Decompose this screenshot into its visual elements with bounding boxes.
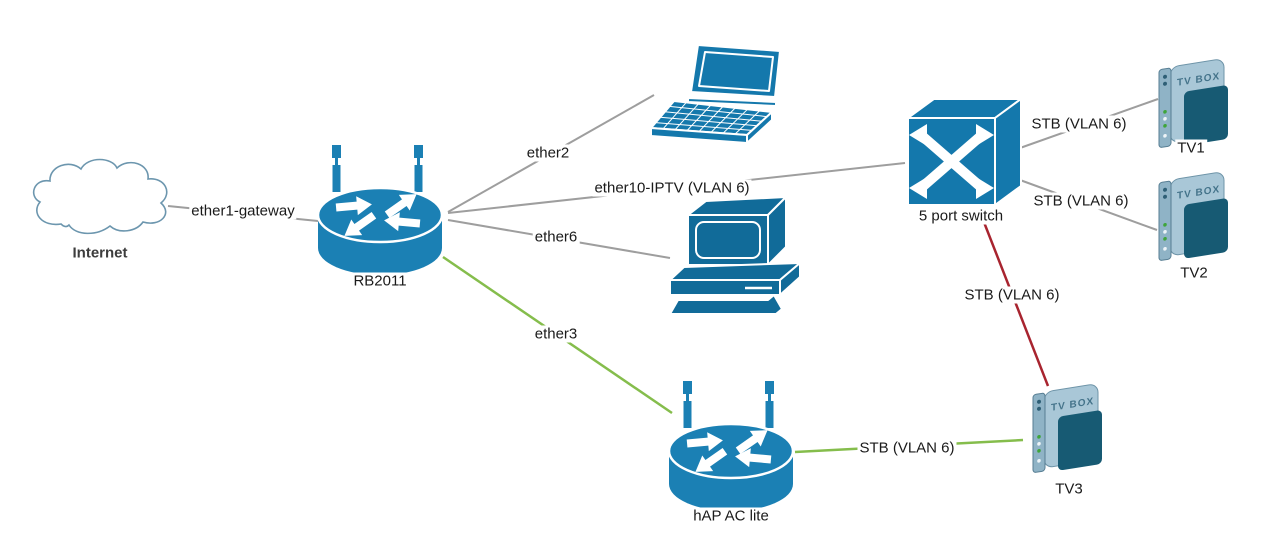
node-label-tv3: TV3 (1053, 480, 1085, 498)
edge-label-stb-tv3-red: STB (VLAN 6) (962, 286, 1062, 304)
edge-label-ether10-iptv: ether10-IPTV (VLAN 6) (592, 179, 752, 197)
router-arrows-icon (686, 430, 772, 472)
node-tv2: TV BOX (1152, 168, 1236, 268)
node-label-tv1: TV1 (1175, 139, 1207, 157)
node-laptop (648, 38, 793, 148)
wireless-router-icon (316, 145, 444, 275)
edge-label-stb-tv1: STB (VLAN 6) (1029, 115, 1129, 133)
laptop-icon (650, 44, 781, 144)
switch-icon (907, 98, 1022, 206)
node-label-rb2011: RB2011 (351, 272, 409, 290)
router-arrows-icon (335, 194, 421, 236)
node-internet (28, 150, 174, 238)
node-rb2011 (315, 143, 445, 275)
node-hap-ac-lite (666, 379, 796, 511)
desktop-computer-icon (669, 196, 801, 315)
node-label-switch: 5 port switch (916, 207, 1006, 225)
edge-label-stb-tv2: STB (VLAN 6) (1031, 192, 1131, 210)
node-label-internet: Internet (70, 244, 130, 262)
edge-label-ether3: ether3 (532, 325, 580, 343)
wireless-router-icon (667, 381, 795, 511)
edge-label-ether6: ether6 (532, 228, 580, 246)
node-desktop (660, 192, 810, 322)
switch-arrows-icon (909, 124, 994, 199)
set-top-box-icon: TV BOX (1158, 172, 1228, 261)
node-label-tv2: TV2 (1178, 264, 1210, 282)
cloud-icon (32, 158, 168, 235)
node-tv1: TV BOX (1152, 55, 1236, 155)
node-switch (903, 95, 1028, 210)
node-tv3: TV BOX (1026, 380, 1110, 480)
edge-label-ether1-gateway: ether1-gateway (189, 202, 297, 220)
set-top-box-icon: TV BOX (1032, 384, 1102, 473)
edge-label-ether2: ether2 (524, 144, 572, 162)
node-label-hap: hAP AC lite (691, 507, 771, 525)
keyboard-grid (655, 102, 768, 135)
edge-label-stb-tv3-green: STB (VLAN 6) (857, 439, 957, 457)
set-top-box-icon: TV BOX (1158, 59, 1228, 148)
